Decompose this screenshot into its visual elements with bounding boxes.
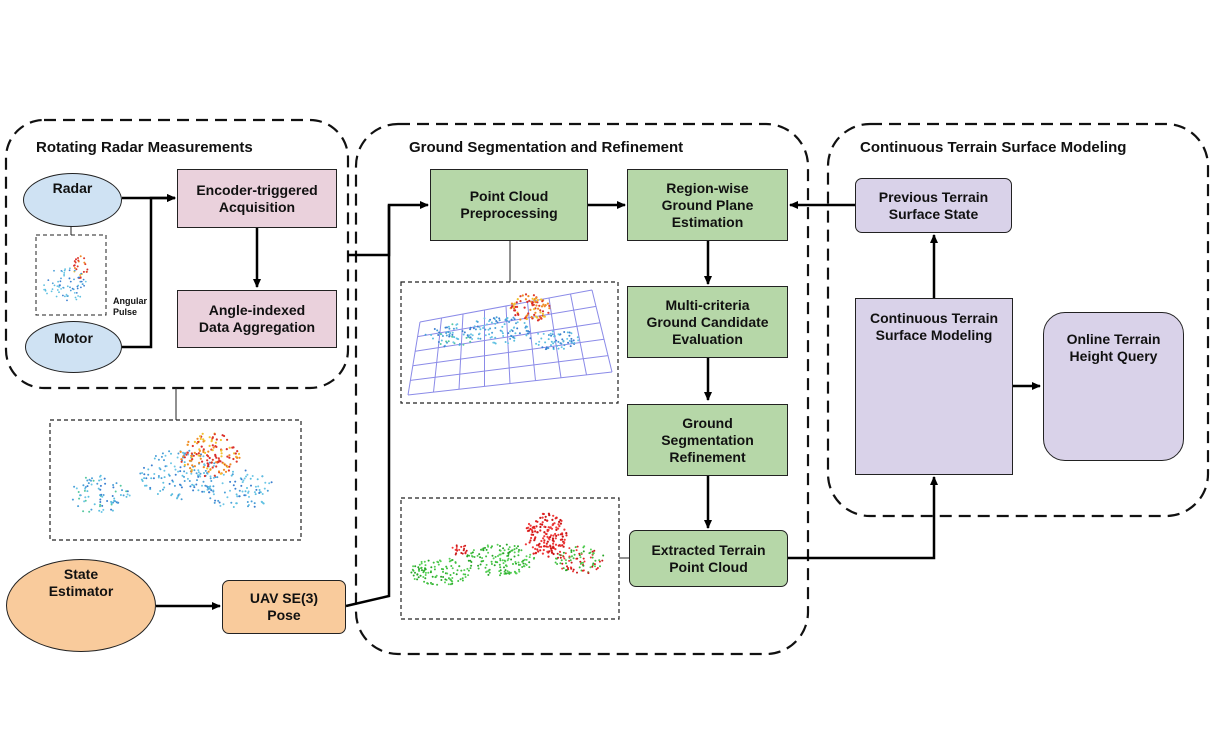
arrow-motor-to-acquisition bbox=[122, 194, 176, 349]
preprocessed-cloud-frame bbox=[400, 281, 619, 404]
motor-label: Motor bbox=[54, 330, 93, 346]
radar-label: Radar bbox=[52, 180, 93, 196]
segmentation-section-frame bbox=[354, 122, 810, 656]
radar-scan-inset-frame bbox=[35, 234, 107, 316]
online-query-label: Online Terrain Height Query bbox=[1066, 331, 1161, 364]
angle-aggregation-box: Angle-indexed Data Aggregation bbox=[177, 290, 337, 348]
motor-node bbox=[25, 321, 122, 373]
segmented-cloud-frame bbox=[400, 497, 620, 620]
multi-criteria-box: Multi-criteria Ground Candidate Evaluati… bbox=[627, 286, 788, 358]
radar-scan-inset bbox=[43, 255, 89, 302]
arrow-pose-to-preprocessing bbox=[345, 205, 391, 608]
encoder-acquisition-box: Encoder-triggered Acquisition bbox=[177, 169, 337, 228]
angular-pulse-label: Angular Pulse bbox=[113, 296, 148, 317]
preprocessed-point-cloud bbox=[424, 293, 580, 351]
aggregated-cloud-frame bbox=[49, 419, 302, 541]
ground-grid bbox=[407, 289, 613, 396]
continuous-modeling-label: Continuous Terrain Surface Modeling bbox=[869, 310, 999, 343]
radar-section-title: Rotating Radar Measurements bbox=[36, 139, 253, 156]
terrain-section-frame bbox=[826, 122, 1210, 518]
continuous-modeling-box bbox=[855, 298, 1013, 475]
terrain-section-title: Continuous Terrain Surface Modeling bbox=[860, 139, 1127, 156]
arrow-extracted-to-modeling bbox=[788, 476, 938, 560]
segmented-point-cloud bbox=[410, 512, 605, 586]
state-estimator-node bbox=[6, 559, 156, 652]
extracted-terrain-box: Extracted Terrain Point Cloud bbox=[629, 530, 788, 587]
online-query-box bbox=[1043, 312, 1184, 461]
region-ground-plane-box: Region-wise Ground Plane Estimation bbox=[627, 169, 788, 241]
ground-refinement-box: Ground Segmentation Refinement bbox=[627, 404, 788, 476]
aggregated-point-cloud bbox=[71, 432, 273, 513]
uav-pose-box: UAV SE(3) Pose bbox=[222, 580, 346, 634]
state-estimator-label: State Estimator bbox=[48, 566, 114, 599]
segmentation-section-title: Ground Segmentation and Refinement bbox=[409, 139, 684, 156]
previous-terrain-box: Previous Terrain Surface State bbox=[855, 178, 1012, 233]
radar-node bbox=[23, 173, 122, 227]
preprocessing-box: Point Cloud Preprocessing bbox=[430, 169, 588, 241]
